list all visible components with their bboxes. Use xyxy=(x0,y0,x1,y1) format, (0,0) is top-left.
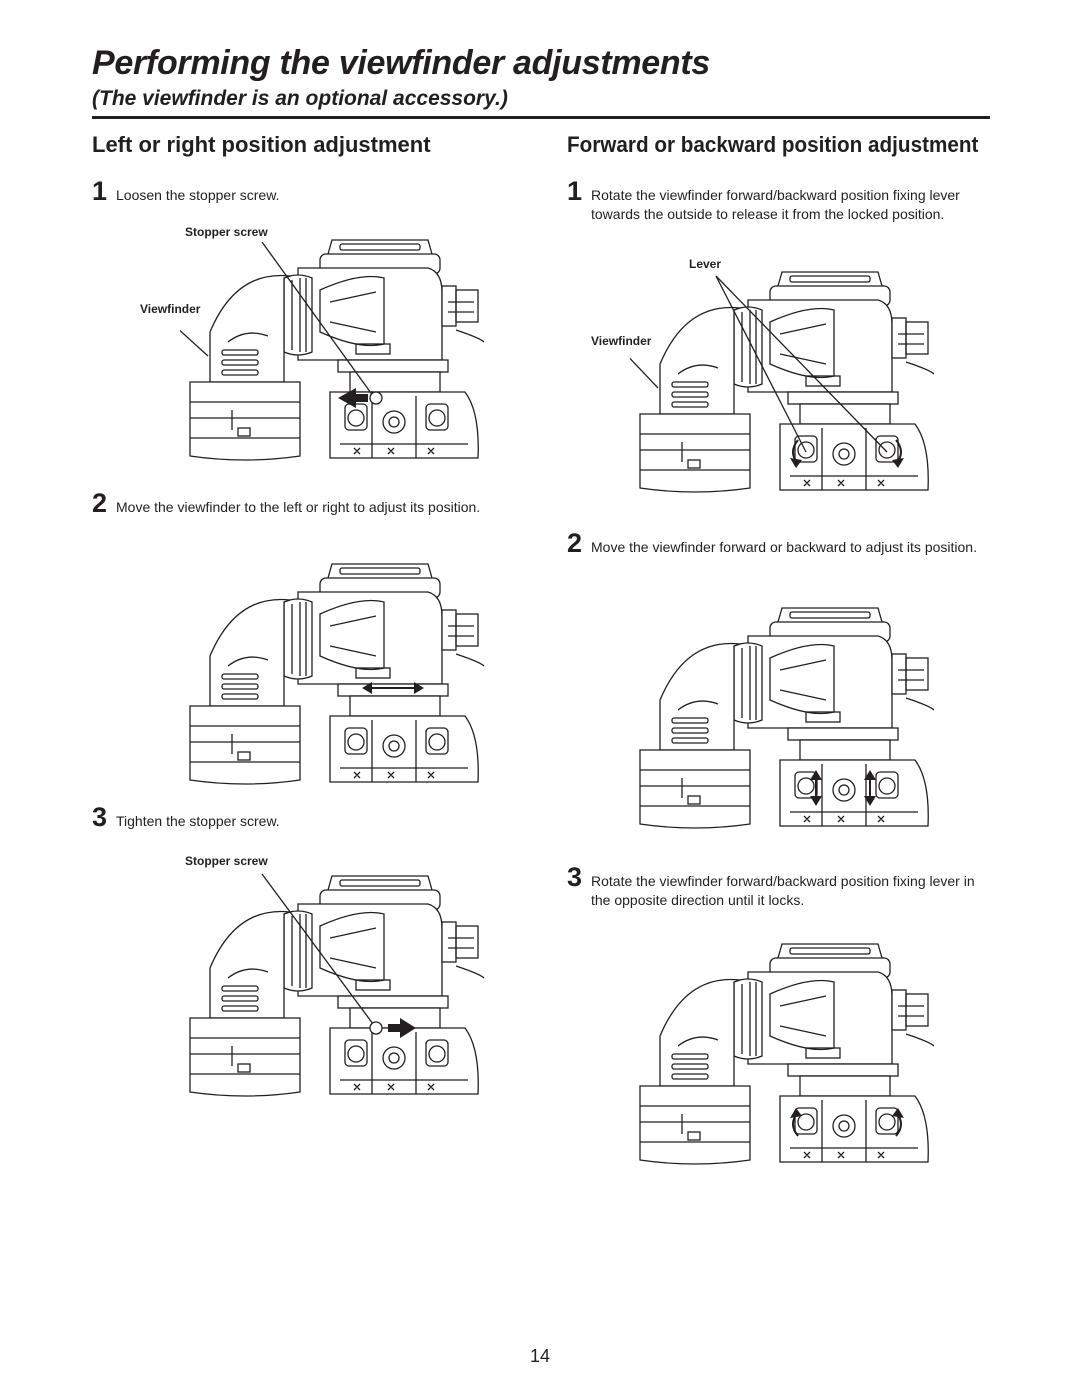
figure-right-step-3 xyxy=(639,943,935,1165)
page-subtitle: (The viewfinder is an optional accessory… xyxy=(92,87,508,110)
leader-lever-2 xyxy=(715,275,888,453)
leader-lever-1 xyxy=(715,275,807,453)
right-step-2-text: Move the viewfinder forward or backward … xyxy=(591,539,977,555)
left-step-3-text: Tighten the stopper screw. xyxy=(116,813,280,829)
callout-lever: Lever xyxy=(689,257,722,271)
page-number: 14 xyxy=(529,1346,551,1366)
right-section-heading: Forward or backward position adjustment xyxy=(567,132,979,157)
double-arrow-vertical-icon xyxy=(810,770,876,806)
right-step-2-number: 2 xyxy=(567,528,583,558)
leader-stopper-screw xyxy=(261,241,377,401)
leader-viewfinder-right xyxy=(630,357,659,389)
double-arrow-horizontal-icon xyxy=(362,682,424,694)
right-step-3-number: 3 xyxy=(567,862,583,892)
rotate-arrow-icon xyxy=(790,1108,904,1137)
right-step-1-text: Rotate the viewfinder forward/backward p… xyxy=(591,187,960,222)
callout-stopper-screw-1: Stopper screw xyxy=(185,225,268,239)
figure-left-step-2 xyxy=(189,563,485,785)
right-step-1-number: 1 xyxy=(567,176,583,206)
arrow-left-icon xyxy=(338,388,368,408)
left-step-3-number: 3 xyxy=(92,802,108,832)
figure-right-step-2 xyxy=(639,607,935,829)
rotate-arrow-icon xyxy=(790,439,904,468)
leader-stopper-screw-3 xyxy=(261,873,377,1029)
right-step-3-text: Rotate the viewfinder forward/backward p… xyxy=(591,873,975,908)
arrow-right-icon xyxy=(388,1018,416,1038)
header-rule xyxy=(92,116,990,119)
page-title: Performing the viewfinder adjustments xyxy=(92,44,711,82)
stopper-screw-icon xyxy=(369,1021,383,1035)
left-step-1-number: 1 xyxy=(92,176,108,206)
figure-right-step-1 xyxy=(630,271,935,493)
left-section-heading: Left or right position adjustment xyxy=(92,132,431,157)
callout-viewfinder-left: Viewfinder xyxy=(140,302,201,316)
left-step-2-number: 2 xyxy=(92,488,108,518)
figure-left-step-3 xyxy=(189,873,485,1097)
figure-left-step-1 xyxy=(180,239,485,461)
callout-stopper-screw-3: Stopper screw xyxy=(185,854,268,868)
left-step-2-text: Move the viewfinder to the left or right… xyxy=(116,499,481,515)
callout-viewfinder-right: Viewfinder xyxy=(591,334,652,348)
leader-viewfinder xyxy=(180,329,209,357)
left-step-1-text: Loosen the stopper screw. xyxy=(116,187,280,203)
stopper-screw-icon xyxy=(369,391,383,405)
